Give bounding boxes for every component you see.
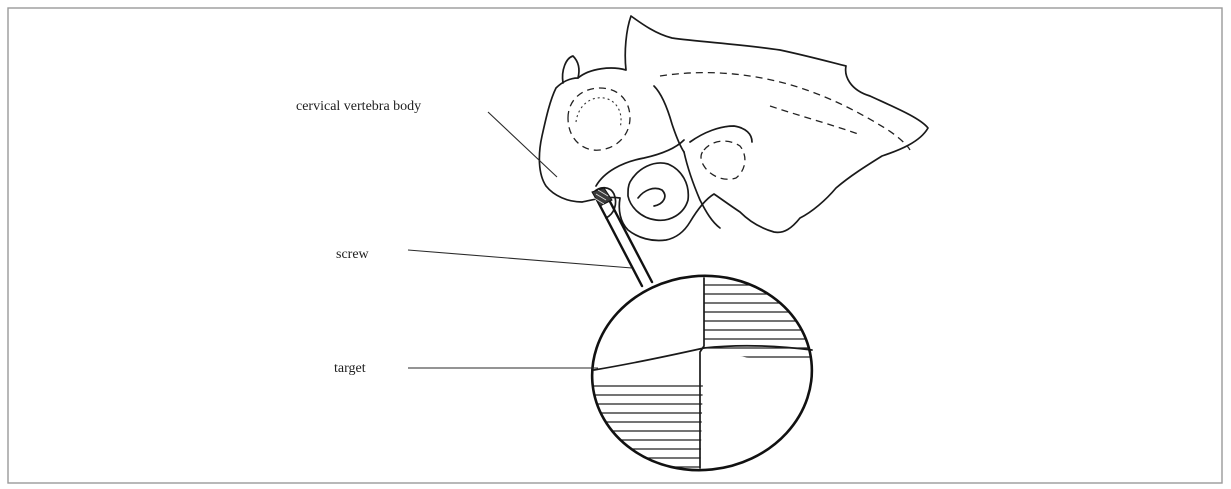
lamina-bump <box>690 126 752 142</box>
screw-head <box>592 188 612 206</box>
target-ellipse <box>582 265 821 481</box>
cervical-vertebra <box>539 16 928 241</box>
screw-label: screw <box>336 247 370 262</box>
screw-leader-line <box>408 250 632 268</box>
screw <box>592 188 652 286</box>
figure-frame <box>8 8 1222 483</box>
vertebra-leader-line <box>488 112 557 177</box>
target-horizontal-divider <box>594 346 812 370</box>
body-dotted-contour <box>576 98 621 128</box>
vertebral-canal <box>628 163 688 220</box>
body-division-line <box>596 140 684 186</box>
vertebra-label: cervical vertebra body <box>296 99 421 114</box>
process-dashed-line-2 <box>770 106 858 134</box>
screw-shaft-right <box>606 194 652 282</box>
target-vertical-divider <box>700 278 704 468</box>
target <box>582 265 830 481</box>
target-hatch-lower-left <box>585 386 705 476</box>
target-label: target <box>334 361 366 376</box>
lamina-curve <box>684 152 720 228</box>
target-hatch-upper-right <box>700 276 830 357</box>
canal-inner-ridge <box>638 188 665 206</box>
dashed-lobe <box>701 141 745 179</box>
pedicle-ridge <box>654 86 684 152</box>
vertebra-outline <box>539 16 928 241</box>
